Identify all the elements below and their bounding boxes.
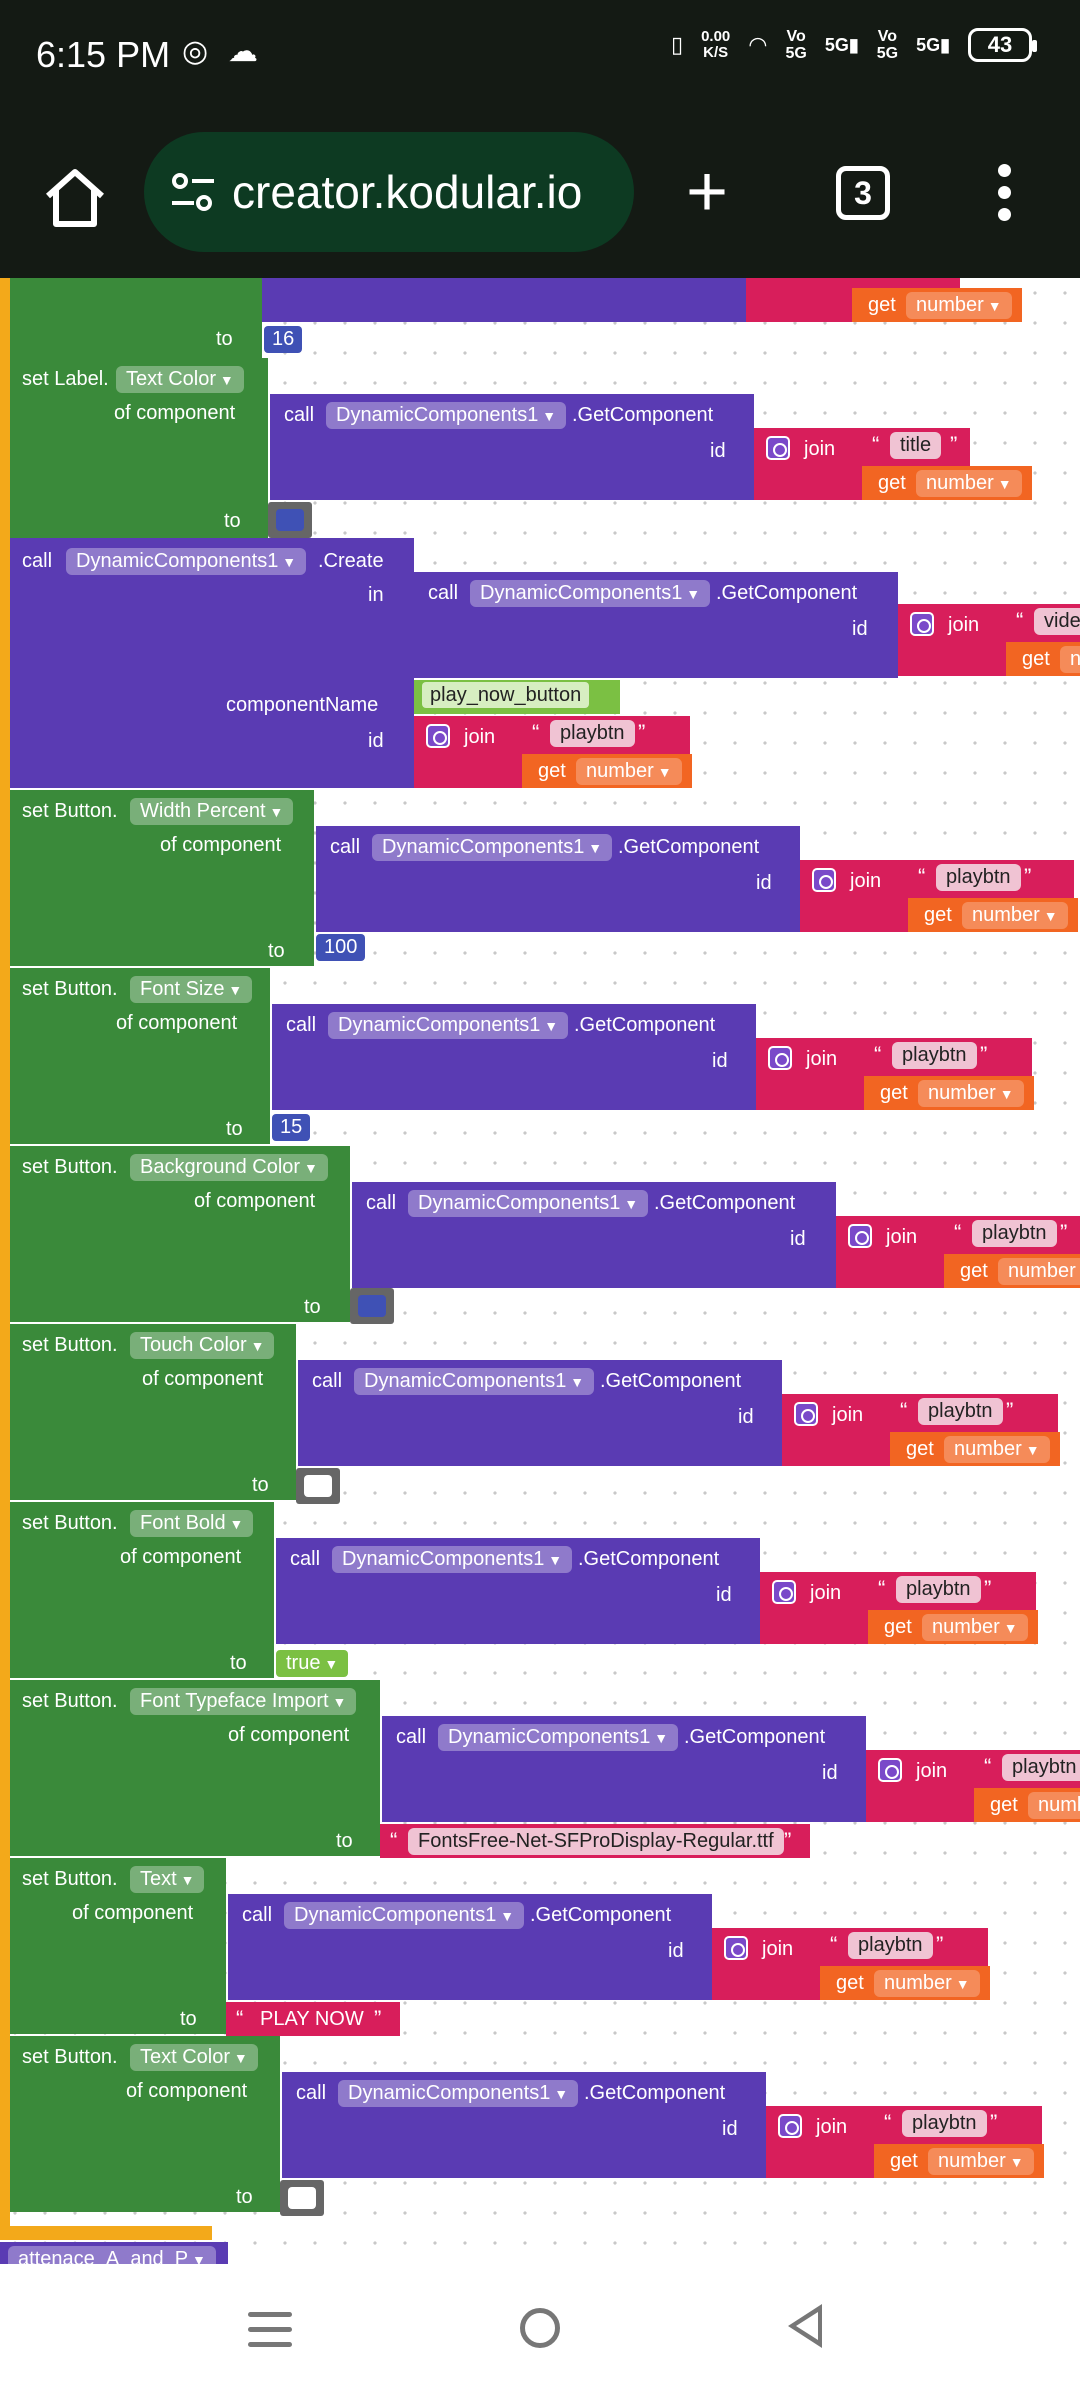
- block-get-number[interactable]: get number: [944, 1254, 1080, 1288]
- more-menu-icon[interactable]: [998, 164, 1014, 230]
- event-block-edge[interactable]: [0, 278, 10, 2238]
- gear-icon[interactable]: [848, 1224, 872, 1248]
- block-set-button-font-typeface-import[interactable]: set Button. Font Typeface Import of comp…: [10, 1680, 380, 1856]
- block-text-playbtn[interactable]: “ playbtn ”: [890, 1394, 1030, 1428]
- battery-icon: 43: [968, 28, 1037, 62]
- gear-icon[interactable]: [766, 436, 790, 460]
- site-settings-icon[interactable]: [168, 167, 218, 217]
- block-text-play-now[interactable]: “ PLAY NOW ”: [226, 2002, 400, 2036]
- block-call-prev[interactable]: [262, 278, 746, 322]
- gear-icon[interactable]: [772, 1580, 796, 1604]
- block-call-getcomponent[interactable]: call DynamicComponents1 .GetComponent id: [282, 2072, 766, 2178]
- block-call-getcomponent[interactable]: call DynamicComponents1 .GetComponent id: [414, 572, 898, 678]
- recent-apps-icon[interactable]: [248, 2312, 292, 2357]
- block-set-label-text-color[interactable]: set Label. Text Color of component to: [10, 358, 268, 538]
- block-get-number[interactable]: get number: [868, 1610, 1038, 1644]
- block-set-button-font-size[interactable]: set Button. Font Size of component to: [10, 968, 270, 1144]
- color-block-blue[interactable]: [350, 1288, 394, 1324]
- block-text-playbtn[interactable]: “ playbtn ”: [908, 860, 1048, 894]
- block-text-video[interactable]: “ vide: [1006, 604, 1080, 638]
- block-set-button-width-percent[interactable]: set Button. Width Percent of component t…: [10, 790, 314, 966]
- gear-icon[interactable]: [910, 612, 934, 636]
- block-get-number[interactable]: get number: [522, 754, 692, 788]
- block-global-var[interactable]: attenace_A_and_P: [0, 2242, 228, 2264]
- color-block-white[interactable]: [280, 2180, 324, 2216]
- block-set-button-text-color[interactable]: set Button. Text Color of component to: [10, 2036, 280, 2212]
- gear-icon[interactable]: [426, 724, 450, 748]
- home-icon[interactable]: [40, 162, 110, 232]
- number-100[interactable]: 100: [316, 934, 366, 961]
- gear-icon[interactable]: [778, 2114, 802, 2138]
- home-nav-icon[interactable]: [520, 2308, 560, 2348]
- vibrate-icon: ▯: [670, 32, 684, 57]
- boolean-true[interactable]: true: [276, 1650, 349, 1677]
- block-text-playbtn[interactable]: “ playbtn ”: [874, 2106, 1014, 2140]
- block-call-getcomponent[interactable]: call DynamicComponents1 .GetComponent id: [228, 1894, 712, 2000]
- block-call-create[interactable]: call DynamicComponents1 .Create in compo…: [10, 538, 414, 788]
- blocks-workspace[interactable]: get number to 16 set Label. Text Color o…: [0, 278, 1080, 2264]
- block-get-prev[interactable]: get number: [852, 288, 1022, 322]
- new-tab-icon[interactable]: +: [686, 152, 729, 232]
- block-text-title[interactable]: “ title ”: [862, 428, 970, 462]
- block-text-playbtn[interactable]: “ playbtn ”: [944, 1216, 1080, 1250]
- wifi-icon: ◠: [748, 32, 768, 57]
- block-call-getcomponent[interactable]: call DynamicComponents1 .GetComponent id: [382, 1716, 866, 1822]
- block-text-playbtn[interactable]: “ playbtn ”: [820, 1928, 960, 1962]
- number-15[interactable]: 15: [272, 1114, 311, 1141]
- number-16[interactable]: 16: [264, 326, 303, 353]
- block-get-number[interactable]: get nu: [1006, 642, 1080, 676]
- url-text: creator.kodular.io: [232, 166, 583, 218]
- block-get-number[interactable]: get number: [820, 1966, 990, 2000]
- component-name-block[interactable]: play_now_button: [414, 680, 620, 714]
- block-get-number[interactable]: get number: [874, 2144, 1044, 2178]
- block-set-button-text[interactable]: set Button. Text of component to: [10, 1858, 226, 2034]
- block-call-getcomponent[interactable]: call DynamicComponents1 .GetComponent id: [352, 1182, 836, 1288]
- block-text-playbtn[interactable]: “ playbtn ”: [864, 1038, 1004, 1072]
- gear-icon[interactable]: [768, 1046, 792, 1070]
- color-block-white[interactable]: [296, 1468, 340, 1504]
- back-nav-icon[interactable]: [788, 2304, 822, 2348]
- block-set-button-font-bold[interactable]: set Button. Font Bold of component to: [10, 1502, 274, 1678]
- signal-5g-2-icon: 5G▮: [916, 34, 950, 55]
- system-nav-bar: [0, 2264, 1080, 2400]
- block-get-number[interactable]: get number: [862, 466, 1032, 500]
- gear-icon[interactable]: [794, 1402, 818, 1426]
- browser-toolbar: creator.kodular.io + 3: [0, 110, 1080, 278]
- block-get-number[interactable]: get number: [890, 1432, 1060, 1466]
- block-set-prev[interactable]: [10, 278, 262, 358]
- gear-icon[interactable]: [878, 1758, 902, 1782]
- gear-icon[interactable]: [812, 868, 836, 892]
- tab-switcher-button[interactable]: 3: [836, 166, 890, 220]
- url-bar[interactable]: creator.kodular.io: [144, 132, 634, 252]
- block-text-font-file[interactable]: “ FontsFree-Net-SFProDisplay-Regular.ttf…: [380, 1824, 810, 1858]
- instagram-icon: ◎: [182, 35, 209, 68]
- block-text-playbtn[interactable]: “ playbtn: [974, 1750, 1080, 1784]
- block-call-getcomponent[interactable]: call DynamicComponents1 .GetComponent id: [276, 1538, 760, 1644]
- block-get-number[interactable]: get number: [908, 898, 1078, 932]
- event-block-bottom[interactable]: [0, 2226, 212, 2240]
- label-to: to: [216, 328, 233, 350]
- block-call-getcomponent[interactable]: call DynamicComponents1 .GetComponent id: [272, 1004, 756, 1110]
- signal-5g-1-icon: 5G▮: [824, 34, 859, 55]
- gear-icon[interactable]: [724, 1936, 748, 1960]
- status-time: 6:15 PM: [36, 34, 171, 75]
- block-text-playbtn[interactable]: “ playbtn ”: [522, 716, 662, 750]
- block-get-number[interactable]: get number: [864, 1076, 1034, 1110]
- block-text-playbtn[interactable]: “ playbtn ”: [868, 1572, 1008, 1606]
- cloud-icon: ☁: [228, 35, 258, 68]
- block-set-button-touch-color[interactable]: set Button. Touch Color of component to: [10, 1324, 296, 1500]
- block-call-getcomponent[interactable]: call DynamicComponents1 .GetComponent id: [316, 826, 800, 932]
- block-call-getcomponent[interactable]: call DynamicComponents1 .GetComponent id: [270, 394, 754, 500]
- block-set-button-background-color[interactable]: set Button. Background Color of componen…: [10, 1146, 350, 1322]
- block-call-getcomponent[interactable]: call DynamicComponents1 .GetComponent id: [298, 1360, 782, 1466]
- color-block-blue[interactable]: [268, 502, 312, 538]
- block-get-number[interactable]: get numb: [974, 1788, 1080, 1822]
